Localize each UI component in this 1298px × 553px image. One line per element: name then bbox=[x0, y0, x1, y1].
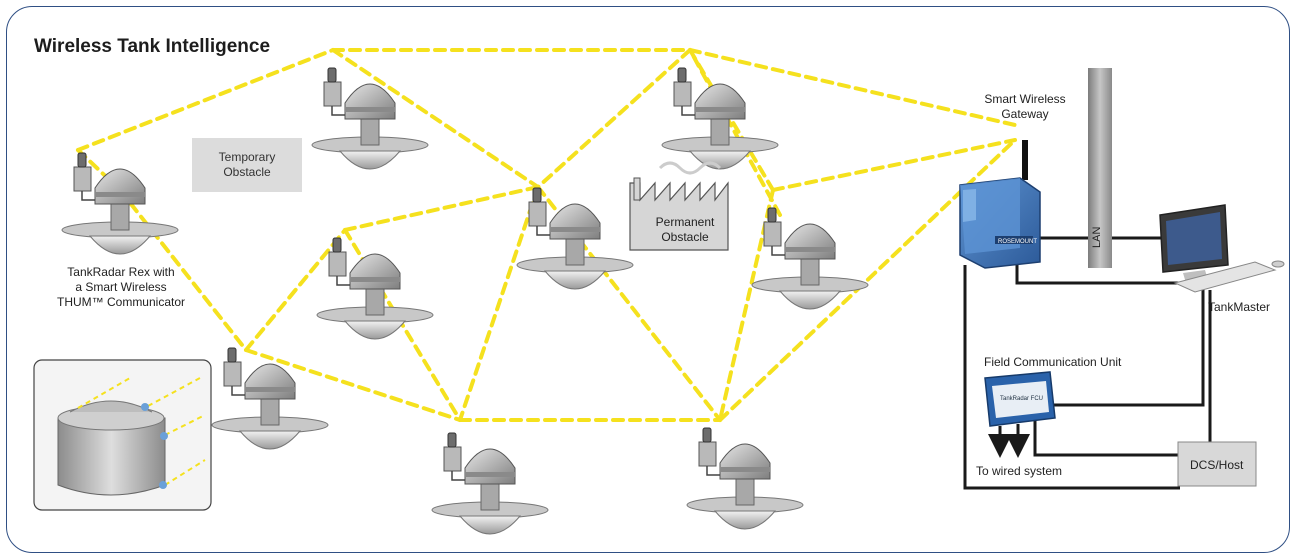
permanent-obstacle-line-1: Permanent bbox=[655, 215, 715, 229]
radar-device-icon bbox=[686, 427, 804, 530]
radar-device-icon bbox=[516, 187, 634, 290]
diagram-title: Wireless Tank Intelligence bbox=[34, 36, 271, 57]
temporary-obstacle-line-2: Obstacle bbox=[223, 165, 271, 179]
lan-pipe bbox=[1088, 68, 1112, 268]
radar-device-icon bbox=[661, 67, 779, 170]
link-gateway-dcs bbox=[963, 265, 1180, 490]
fcu-device: TankRadar FCU bbox=[984, 371, 1056, 458]
link-fcu-dcs bbox=[1033, 420, 1180, 457]
gateway-brand-label: ROSEMOUNT bbox=[998, 239, 1037, 245]
diagram-frame bbox=[6, 6, 1290, 553]
lan-label: LAN bbox=[1091, 227, 1103, 248]
tank-inset bbox=[33, 359, 212, 511]
radar-device-icon bbox=[211, 347, 329, 450]
device-caption-line-3: THUM™ Communicator bbox=[56, 295, 185, 309]
fcu-plate-label: TankRadar FCU bbox=[1000, 396, 1043, 402]
fcu-label: Field Communication Unit bbox=[984, 355, 1122, 369]
radar-device-icon bbox=[311, 67, 429, 170]
radar-device-icon bbox=[316, 237, 434, 340]
gateway-label: Smart Wireless Gateway bbox=[970, 92, 1080, 122]
computer-icon bbox=[1159, 204, 1285, 293]
temporary-obstacle: Temporary Obstacle bbox=[192, 138, 302, 192]
link-pc-fcu bbox=[1047, 290, 1205, 407]
device-caption-line-1: TankRadar Rex with bbox=[67, 265, 175, 279]
gateway-label-line-2: Gateway bbox=[1001, 107, 1049, 121]
factory-icon bbox=[629, 161, 729, 251]
permanent-obstacle-label: Permanent Obstacle bbox=[642, 215, 728, 245]
radar-device-icon bbox=[751, 207, 869, 310]
wireless-mesh-links bbox=[76, 48, 1017, 422]
device-caption: TankRadar Rex with a Smart Wireless THUM… bbox=[46, 265, 196, 310]
device-caption-line-2: a Smart Wireless bbox=[75, 280, 167, 294]
dcs-host-label: DCS/Host bbox=[1190, 458, 1244, 472]
radar-device-icon bbox=[61, 152, 179, 255]
radar-devices bbox=[61, 67, 869, 535]
permanent-obstacle-line-2: Obstacle bbox=[661, 230, 709, 244]
wired-system-label: To wired system bbox=[976, 464, 1063, 478]
tankmaster-label: TankMaster bbox=[1208, 300, 1271, 314]
temporary-obstacle-line-1: Temporary bbox=[218, 150, 276, 164]
gateway-device: ROSEMOUNT bbox=[959, 140, 1041, 269]
radar-device-icon bbox=[431, 432, 549, 535]
gateway-label-line-1: Smart Wireless bbox=[984, 92, 1066, 106]
dcs-host-box bbox=[1177, 441, 1257, 487]
